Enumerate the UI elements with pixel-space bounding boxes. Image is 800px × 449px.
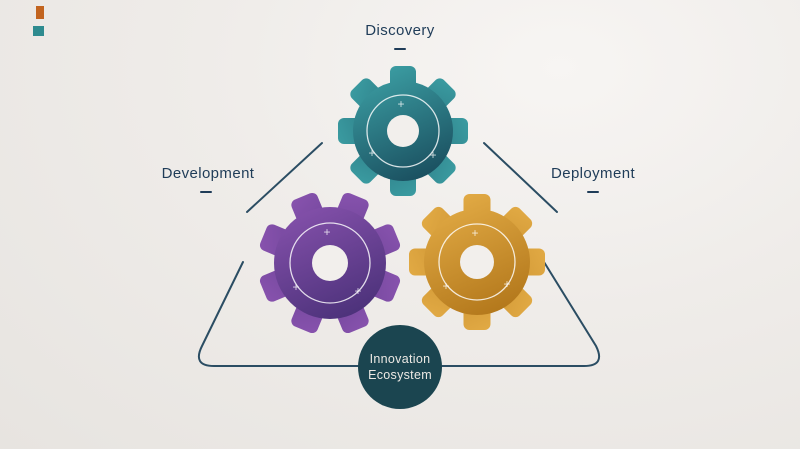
- development-gear-hole: [312, 245, 348, 281]
- connector-right-lower: [441, 261, 600, 367]
- discovery-label-dash: [394, 48, 406, 50]
- corner-orange-mark: [36, 6, 44, 19]
- ecosystem-line: Ecosystem: [368, 368, 432, 382]
- plus-decoration: +: [368, 146, 375, 160]
- deployment-gear-hole: [460, 245, 494, 279]
- development-label: Development: [161, 165, 255, 182]
- deployment-label: Deployment: [550, 165, 636, 182]
- plus-decoration: +: [354, 284, 361, 298]
- plus-decoration: +: [397, 97, 404, 111]
- discovery-gear-ring: [366, 94, 440, 168]
- discovery-gear-hole: [387, 115, 419, 147]
- development-gear: + + +: [259, 192, 401, 334]
- deployment-gear-ring: [438, 223, 516, 301]
- plus-decoration: +: [442, 279, 449, 293]
- plus-decoration: +: [429, 148, 436, 162]
- plus-decoration: +: [503, 277, 510, 291]
- corner-teal-mark: [33, 26, 44, 36]
- discovery-label: Discovery: [365, 22, 435, 39]
- development-gear-ring: [289, 222, 371, 304]
- plus-decoration: +: [471, 226, 478, 240]
- plus-decoration: +: [323, 225, 330, 239]
- innovation-line: Innovation: [369, 352, 431, 366]
- discovery-gear: + + +: [338, 66, 468, 196]
- innovation-ecosystem-label: Innovation Ecosystem: [350, 351, 450, 383]
- plus-decoration: +: [292, 280, 299, 294]
- development-label-dash: [200, 191, 212, 193]
- innovation-ecosystem-circle: [358, 325, 442, 409]
- deployment-label-dash: [587, 191, 599, 193]
- connector-left-lower: [198, 261, 359, 367]
- deployment-gear: + + +: [409, 194, 545, 330]
- connector-right-upper: [483, 142, 558, 213]
- connector-left-upper: [246, 142, 323, 213]
